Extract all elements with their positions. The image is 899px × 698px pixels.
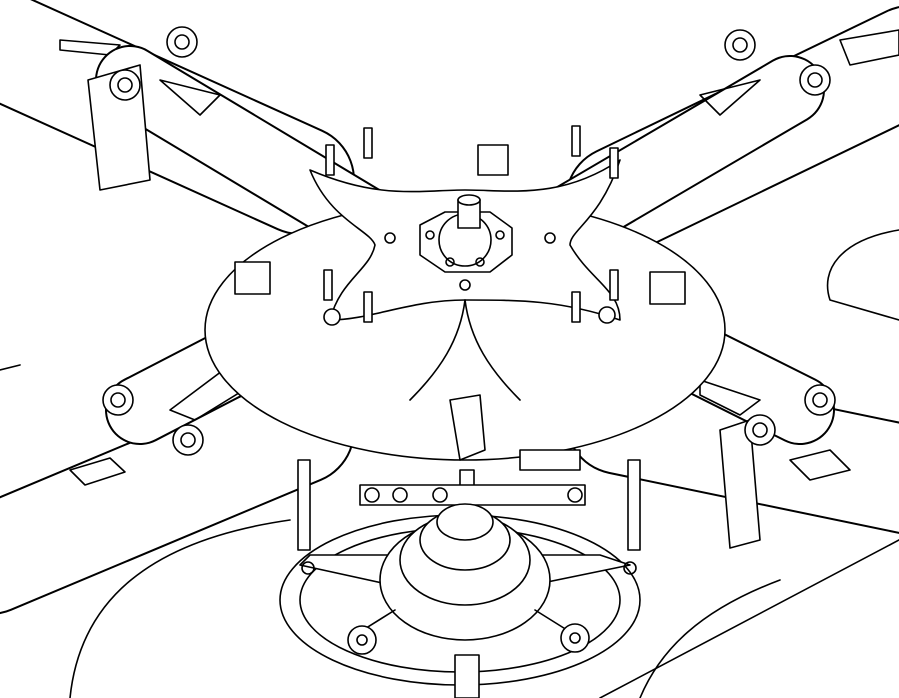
hinge-bolts bbox=[102, 26, 836, 456]
scissors-link bbox=[359, 394, 586, 506]
blade-lower-right bbox=[565, 365, 899, 534]
rotor-hub bbox=[204, 159, 726, 461]
blade-lower-left bbox=[0, 375, 355, 614]
blade-label-plate bbox=[69, 457, 126, 486]
blade-label-plate bbox=[839, 29, 899, 66]
hub-studs bbox=[323, 125, 619, 326]
brackets bbox=[234, 144, 686, 305]
swashplate bbox=[279, 503, 641, 698]
background-outlines bbox=[0, 229, 899, 698]
blade-label-plate bbox=[789, 449, 851, 481]
main-rotor-nut bbox=[384, 194, 556, 291]
